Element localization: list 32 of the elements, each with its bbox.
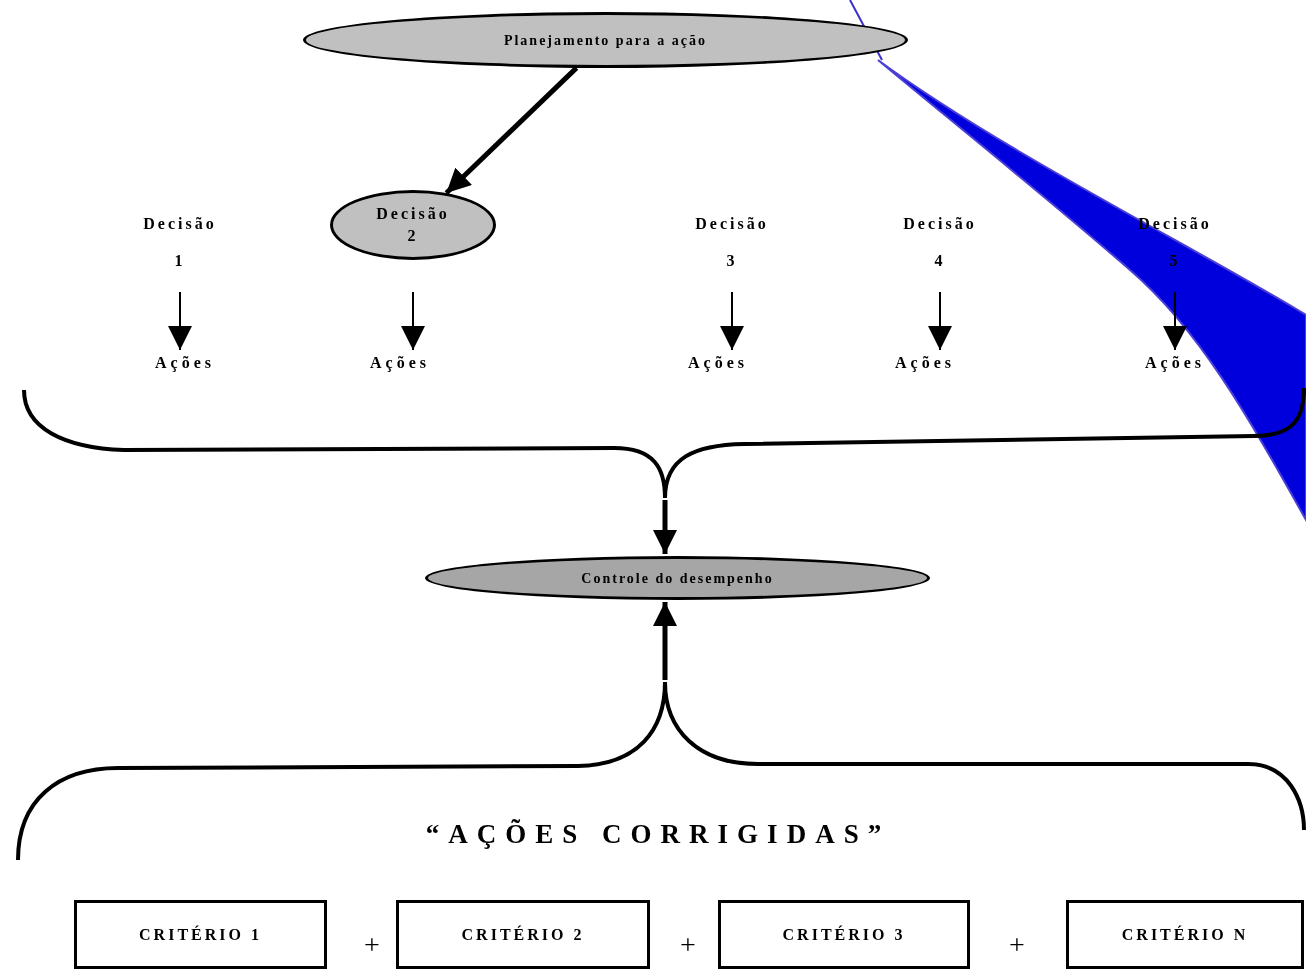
node-label: CRITÉRIO 3 — [782, 924, 906, 945]
arrow — [1163, 291, 1187, 351]
node-label: Ações — [155, 353, 215, 374]
node-label: Ações — [1145, 353, 1205, 374]
arrow — [928, 291, 952, 351]
node-label: Ações — [688, 353, 748, 374]
node-label: Decisão 3 — [694, 214, 770, 271]
arrow — [168, 291, 192, 351]
plus-sign: + — [364, 928, 380, 962]
node-label: Decisão 2 — [375, 204, 451, 246]
node-label: Ações — [895, 353, 955, 374]
criterion-box — [1066, 900, 1304, 969]
node-label: Controle do desempenho — [581, 569, 774, 588]
node-label: Decisão 4 — [902, 214, 978, 271]
criterion-box — [74, 900, 327, 969]
node-label: Decisão 1 — [142, 214, 218, 271]
node-label: CRITÉRIO N — [1121, 924, 1249, 945]
arrow — [653, 500, 677, 554]
arrow — [720, 291, 744, 351]
arrow — [653, 602, 677, 680]
plus-sign: + — [1009, 928, 1025, 962]
curly-brace — [24, 388, 1306, 500]
criterion-box — [396, 900, 650, 969]
arrow — [401, 291, 425, 351]
node-label: Ações — [370, 353, 430, 374]
node-label: CRITÉRIO 2 — [461, 924, 585, 945]
node-label: Planejamento para a ação — [503, 31, 708, 50]
criterion-box — [718, 900, 970, 969]
title-text: “AÇÕES CORRIGIDAS” — [425, 817, 891, 851]
plus-sign: + — [680, 928, 696, 962]
node-label: CRITÉRIO 1 — [139, 924, 262, 945]
curly-brace — [18, 680, 1306, 860]
